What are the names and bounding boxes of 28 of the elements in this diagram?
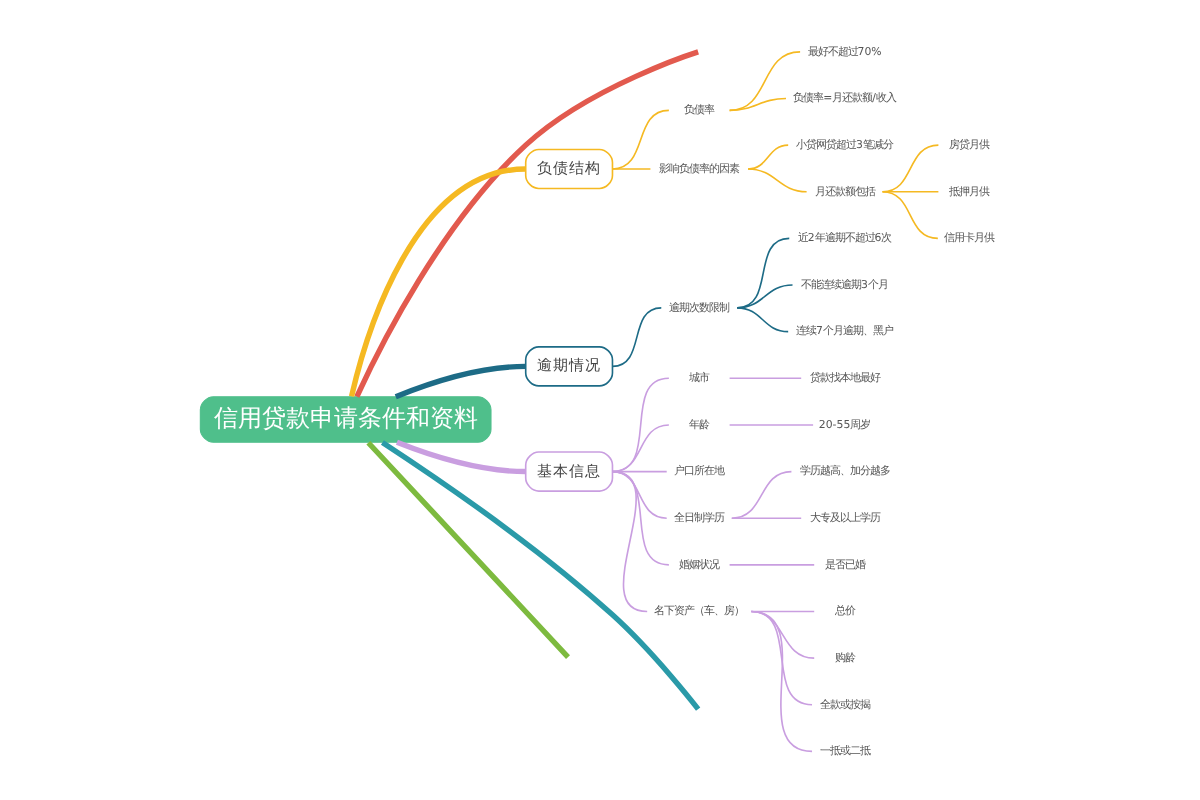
connector	[354, 49, 699, 398]
connector	[728, 51, 801, 112]
connector	[747, 168, 808, 193]
connector	[611, 168, 652, 170]
connector	[611, 307, 663, 368]
connector	[728, 424, 814, 426]
connector	[747, 144, 789, 170]
connector	[750, 610, 815, 659]
connector	[611, 109, 670, 170]
connector	[366, 440, 570, 659]
connector	[395, 439, 526, 475]
connector	[728, 377, 802, 380]
connector	[736, 237, 791, 309]
connector	[881, 190, 939, 240]
connector	[881, 144, 940, 193]
connector	[611, 424, 670, 473]
connector	[380, 440, 701, 711]
connector	[750, 610, 813, 753]
node-box: 信用贷款申请条件和资料	[199, 396, 492, 443]
connector	[611, 377, 670, 473]
connector	[750, 610, 813, 706]
connector	[728, 564, 815, 566]
connector	[611, 470, 648, 613]
connector	[348, 166, 527, 398]
connector	[394, 363, 526, 400]
connector	[736, 307, 789, 333]
connector	[728, 97, 787, 112]
connector	[730, 517, 802, 520]
